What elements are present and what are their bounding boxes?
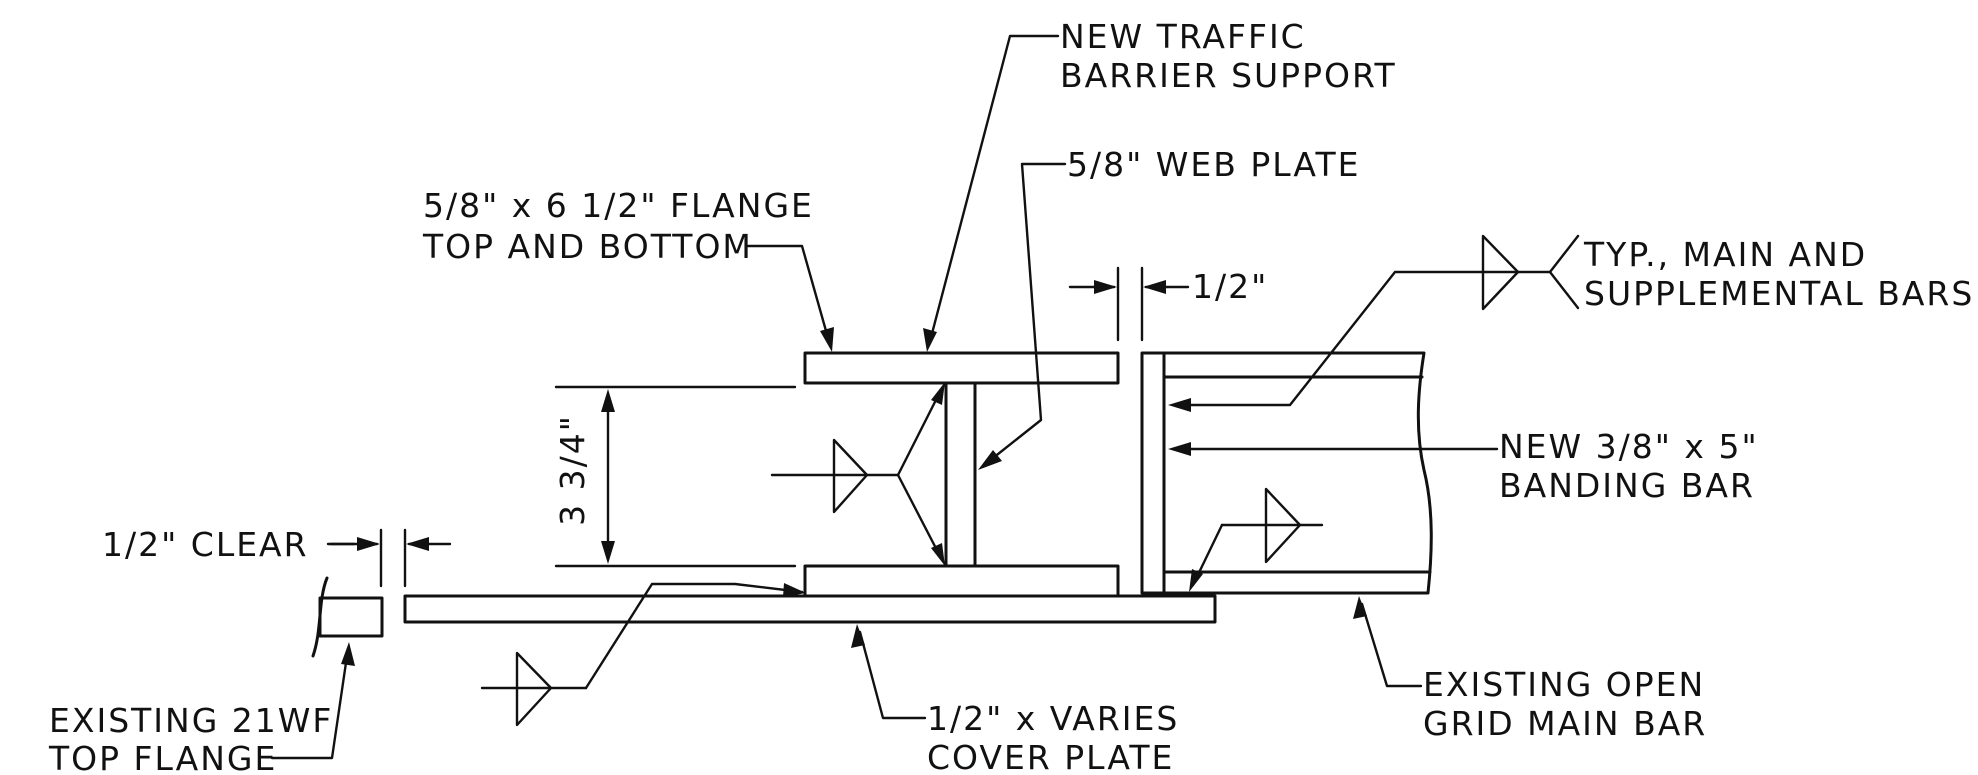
- cover-plate-label: 1/2" x VARIES COVER PLATE: [927, 699, 1192, 775]
- web-plate-leader: [978, 162, 1067, 470]
- banding-bar-leader: [1168, 442, 1499, 456]
- flange-label: 5/8" x 6 1/2" FLANGE TOP AND BOTTOM: [422, 186, 826, 266]
- web-plate-label: 5/8" WEB PLATE: [1067, 145, 1360, 184]
- weld-symbol-banding: [1189, 487, 1324, 592]
- cover-plate-leader: [851, 624, 927, 720]
- existing-open-grid-main-bar: [1162, 351, 1433, 595]
- gap-dimension-label: 1/2": [1192, 267, 1268, 306]
- weld-note-label: TYP., MAIN AND SUPPLEMENTAL BARS: [1583, 235, 1974, 313]
- traffic-barrier-leader: [923, 34, 1060, 352]
- cover-plate: [403, 594, 1217, 624]
- traffic-barrier-label: NEW TRAFFIC BARRIER SUPPORT: [1060, 17, 1397, 95]
- main-bar-label: EXISTING OPEN GRID MAIN BAR: [1423, 665, 1718, 743]
- gap-dimension: [1068, 266, 1190, 342]
- weld-symbol-web: [770, 382, 945, 566]
- clear-dimension: [326, 528, 452, 588]
- top-flange-label: EXISTING 21WF TOP FLANGE: [48, 701, 346, 775]
- weld-symbol-cover: [480, 582, 806, 727]
- existing-21wf-top-flange: [311, 576, 384, 658]
- weld-symbol-typical: [1168, 234, 1580, 412]
- bottom-flange-plate: [803, 564, 1120, 598]
- main-bar-leader: [1353, 596, 1423, 688]
- banding-bar-label: NEW 3/8" x 5" BANDING BAR: [1499, 427, 1771, 505]
- clear-dimension-label: 1/2" CLEAR: [102, 525, 309, 564]
- top-flange-leader: [270, 642, 355, 760]
- web-plate: [944, 381, 977, 568]
- top-flange-plate: [803, 351, 1120, 385]
- height-dimension-label: 3 3/4": [553, 414, 592, 526]
- flange-leader: [746, 244, 834, 352]
- banding-bar: [1140, 351, 1166, 595]
- height-dimension: [554, 385, 797, 568]
